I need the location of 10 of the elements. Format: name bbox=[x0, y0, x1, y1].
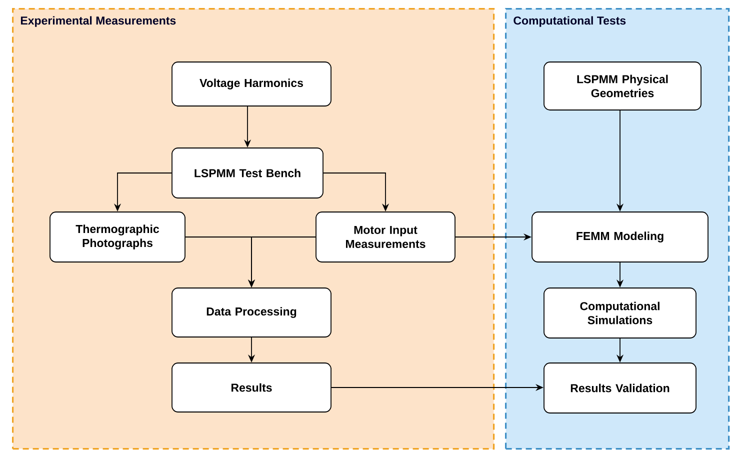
process-box: LSPMM Physical Geometries bbox=[544, 62, 702, 110]
process-box: Computational Simulations bbox=[544, 288, 696, 338]
process-box: Thermographic Photographs bbox=[50, 212, 186, 262]
process-box: Data Processing bbox=[172, 288, 332, 338]
process-box: Motor Input Measurements bbox=[316, 212, 456, 262]
process-box: FEMM Modeling bbox=[532, 212, 708, 262]
process-box: Results bbox=[172, 362, 332, 412]
process-box: Results Validation bbox=[544, 362, 696, 414]
process-box: LSPMM Test Bench bbox=[172, 148, 324, 198]
process-box: Voltage Harmonics bbox=[172, 62, 332, 106]
